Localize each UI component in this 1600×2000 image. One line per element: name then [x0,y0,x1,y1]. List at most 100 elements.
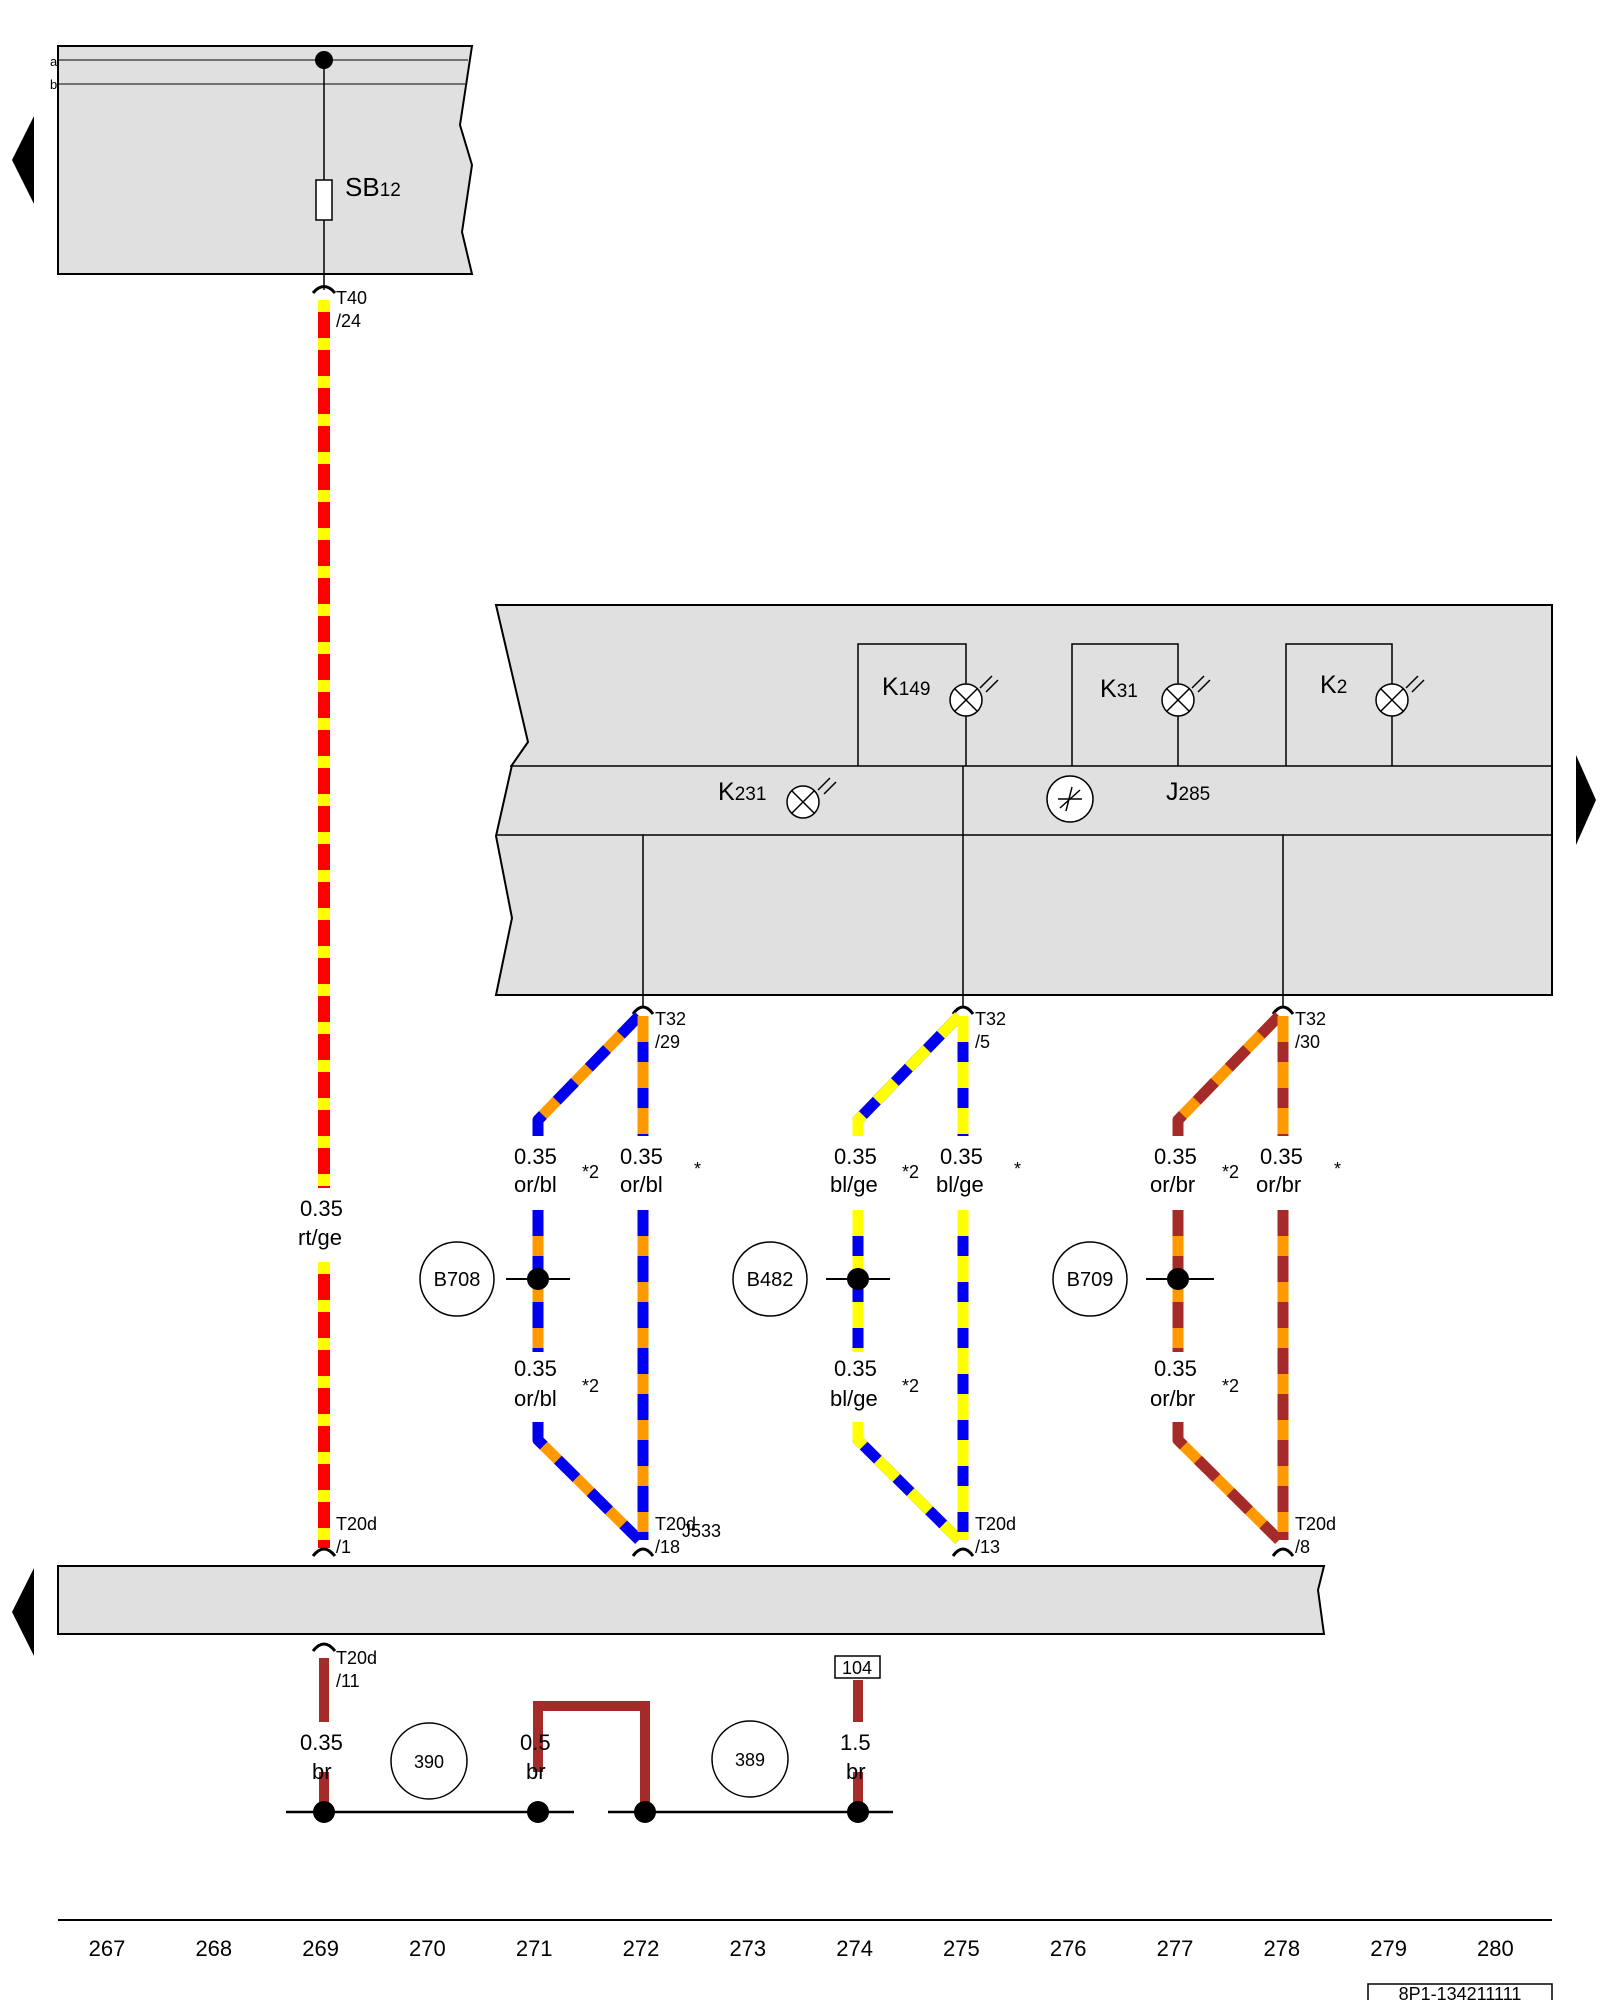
svg-text:0.35: 0.35 [1260,1144,1303,1169]
svg-text:bl/ge: bl/ge [830,1386,878,1411]
component-k2: K2 [1320,671,1347,699]
ruler-label: 271 [516,1936,553,1961]
svg-text:0.35: 0.35 [940,1144,983,1169]
svg-text:/24: /24 [336,311,361,331]
ruler-label: 274 [836,1936,873,1961]
right-arrow-icon[interactable] [1576,755,1596,845]
svg-text:or/bl: or/bl [514,1172,557,1197]
svg-text:T20d: T20d [655,1514,696,1534]
svg-text:0.35: 0.35 [834,1144,877,1169]
wire-group-labels: 0.35 or/bl *2 0.35 or/bl * 0.35 or/bl *2… [514,1144,1341,1411]
svg-text:J533: J533 [682,1521,721,1541]
svg-text:or/br: or/br [1150,1386,1195,1411]
svg-text:B482: B482 [747,1269,794,1291]
svg-text:104: 104 [842,1658,872,1678]
svg-text:*2: *2 [582,1376,599,1396]
svg-text:0.35: 0.35 [514,1356,557,1381]
top-panel: a b SB12 [50,45,474,290]
svg-text:or/br: or/br [1256,1172,1301,1197]
svg-text:*2: *2 [902,1162,919,1182]
connector-pin-icon [631,1547,655,1557]
svg-text:/5: /5 [975,1032,990,1052]
connector-pin-icon [1271,1005,1295,1015]
ruler-label: 277 [1157,1936,1194,1961]
svg-text:/1: /1 [336,1537,351,1557]
svg-text:or/bl: or/bl [620,1172,663,1197]
ruler-label: 270 [409,1936,446,1961]
svg-text:bl/ge: bl/ge [936,1172,984,1197]
left-arrow-icon[interactable] [12,1568,34,1656]
svg-text:*: * [1334,1159,1341,1179]
connector-pin-icon [311,285,337,295]
svg-text:/18: /18 [655,1537,680,1557]
svg-text:T20d: T20d [336,1514,377,1534]
ruler-label: 278 [1263,1936,1300,1961]
main-wire-size: 0.35 [300,1196,343,1221]
svg-text:*2: *2 [582,1162,599,1182]
ruler-label: 276 [1050,1936,1087,1961]
bus-a-label: a [50,54,58,69]
fuse-label: SB12 [345,172,401,202]
svg-text:0.35: 0.35 [514,1144,557,1169]
splice-b709: B709 [1052,1241,1214,1317]
connector-pin-icon [1271,1547,1295,1557]
svg-text:0.35: 0.35 [834,1356,877,1381]
svg-text:T20d: T20d [1295,1514,1336,1534]
bottom-panel [57,1565,1326,1635]
svg-text:/30: /30 [1295,1032,1320,1052]
svg-text:T32: T32 [975,1009,1006,1029]
bus-b-label: b [50,77,57,92]
wire-group-b708[interactable] [532,1012,649,1544]
ref-390 [390,1722,468,1800]
ruler-label: 269 [302,1936,339,1961]
svg-text:*: * [1014,1159,1021,1179]
ruler-label: 279 [1370,1936,1407,1961]
svg-text:B708: B708 [434,1269,481,1291]
ruler-label: 272 [623,1936,660,1961]
ref-389 [711,1720,789,1798]
svg-text:T40: T40 [336,288,367,308]
svg-text:0.35: 0.35 [620,1144,663,1169]
svg-text:0.35: 0.35 [1154,1144,1197,1169]
svg-text:*: * [694,1159,701,1179]
ground-bus [286,1801,893,1823]
svg-text:*2: *2 [1222,1162,1239,1182]
connector-pin-icon [631,1005,655,1015]
component-k31: K31 [1100,675,1138,703]
ref-box-104 [834,1655,881,1679]
svg-text:/29: /29 [655,1032,680,1052]
svg-text:*2: *2 [1222,1376,1239,1396]
svg-text:or/bl: or/bl [514,1386,557,1411]
ruler-label: 273 [729,1936,766,1961]
svg-text:0.35: 0.35 [1154,1356,1197,1381]
component-k149: K149 [882,673,930,701]
ruler-label: 267 [89,1936,126,1961]
cluster-panel: K149 K31 K2 K231 J285 [494,604,1553,1006]
ground-wire-size: 0.35 [300,1730,343,1755]
ruler-label: 275 [943,1936,980,1961]
svg-text:br: br [846,1759,866,1784]
ground-wire-color: br [312,1759,332,1784]
footer-code-box [1367,1983,1553,2000]
svg-text:0.5: 0.5 [520,1730,551,1755]
svg-text:/13: /13 [975,1537,1000,1557]
svg-text:T20d: T20d [336,1648,377,1668]
splice-b708: B708 [419,1241,570,1317]
svg-text:B709: B709 [1067,1269,1114,1291]
ruler-label: 280 [1477,1936,1514,1961]
left-arrow-icon[interactable] [12,116,34,204]
svg-text:390: 390 [414,1752,444,1772]
component-j285: J285 [1166,778,1210,806]
main-wire-color: rt/ge [298,1225,342,1250]
splice-b482: B482 [732,1241,890,1317]
svg-text:T20d: T20d [975,1514,1016,1534]
svg-text:/11: /11 [336,1671,360,1691]
svg-text:T32: T32 [655,1009,686,1029]
ruler-label: 268 [195,1936,232,1961]
connector-pin-icon [311,1642,337,1652]
svg-text:389: 389 [735,1750,765,1770]
svg-text:/8: /8 [1295,1537,1310,1557]
component-k231: K231 [718,778,766,806]
svg-text:or/br: or/br [1150,1172,1195,1197]
ruler: 267 268 269 270 271 272 273 274 275 276 277 278 279 2… [89,1936,1514,1961]
